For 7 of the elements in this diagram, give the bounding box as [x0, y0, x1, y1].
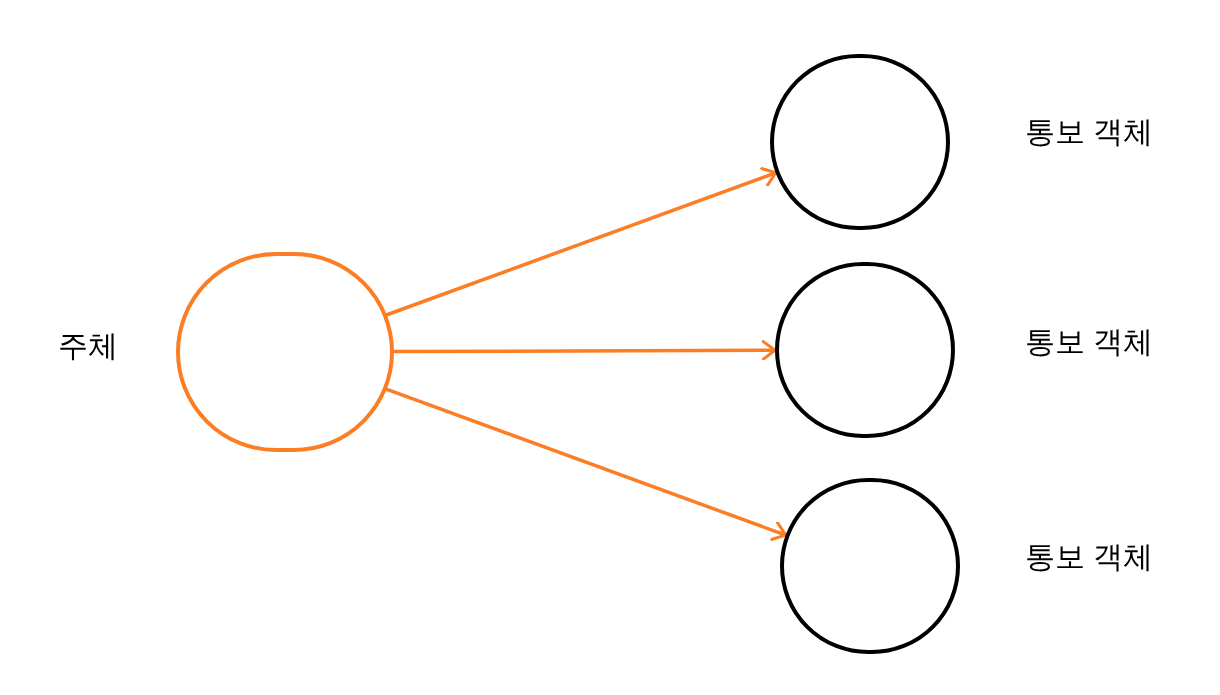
node-caption: 통보 객체	[1025, 117, 1154, 147]
arrow	[385, 387, 788, 541]
node-caption: 통보 객체	[1025, 542, 1154, 572]
arrow	[394, 339, 777, 361]
node-caption: 통보 객체	[1025, 327, 1154, 357]
arrow	[385, 166, 778, 317]
node-caption: 주체	[58, 331, 118, 361]
